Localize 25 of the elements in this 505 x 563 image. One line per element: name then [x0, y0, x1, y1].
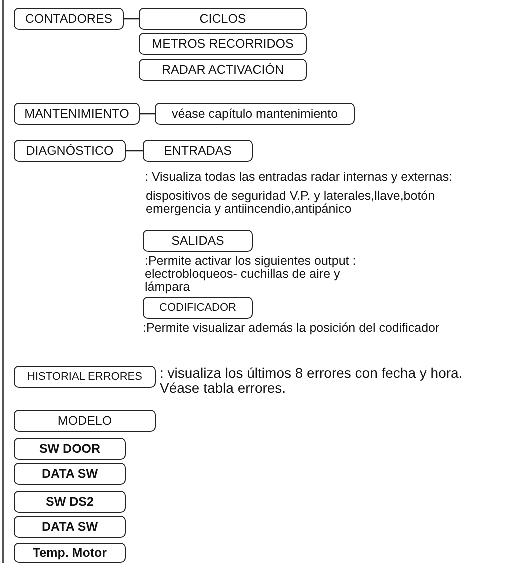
menu-box: ENTRADAS [143, 140, 253, 162]
description-text: : visualiza los últimos 8 errores con fecha y hora. Véase tabla errores. [160, 366, 464, 396]
menu-box: DIAGNÓSTICO [14, 140, 126, 162]
description-text: :Permite activar los siguientes output : electrobloqueos- cuchillas de aire y lámpara [145, 255, 358, 294]
menu-box: MANTENIMIENTO [14, 103, 140, 125]
connector-line [140, 113, 155, 115]
menu-box: DATA SW [14, 516, 126, 538]
menu-box: METROS RECORRIDOS [139, 33, 307, 55]
description-text: : Visualiza todas las entradas radar internas y externas: [145, 171, 454, 184]
menu-box: Temp. Motor [14, 543, 126, 563]
menu-box: SALIDAS [143, 230, 253, 252]
menu-box: CONTADORES [14, 8, 124, 30]
connector-line [126, 150, 143, 152]
menu-box: véase capítulo mantenimiento [155, 103, 355, 125]
menu-box: CICLOS [139, 8, 307, 30]
menu-box: SW DS2 [14, 491, 126, 513]
description-text: dispositivos de seguridad V.P. y laterales,llave,botón emergencia y antiincendio,antipánico [146, 190, 436, 216]
menu-box: SW DOOR [14, 438, 126, 460]
menu-box: DATA SW [14, 463, 126, 485]
menu-box: CODIFICADOR [143, 297, 253, 319]
menu-box: RADAR ACTIVACIÓN [139, 59, 307, 81]
menu-box: MODELO [14, 410, 156, 432]
menu-box: HISTORIAL ERRORES [14, 366, 156, 388]
connector-line [124, 18, 139, 20]
description-text: :Permite visualizar además la posición del codificador [143, 322, 441, 335]
